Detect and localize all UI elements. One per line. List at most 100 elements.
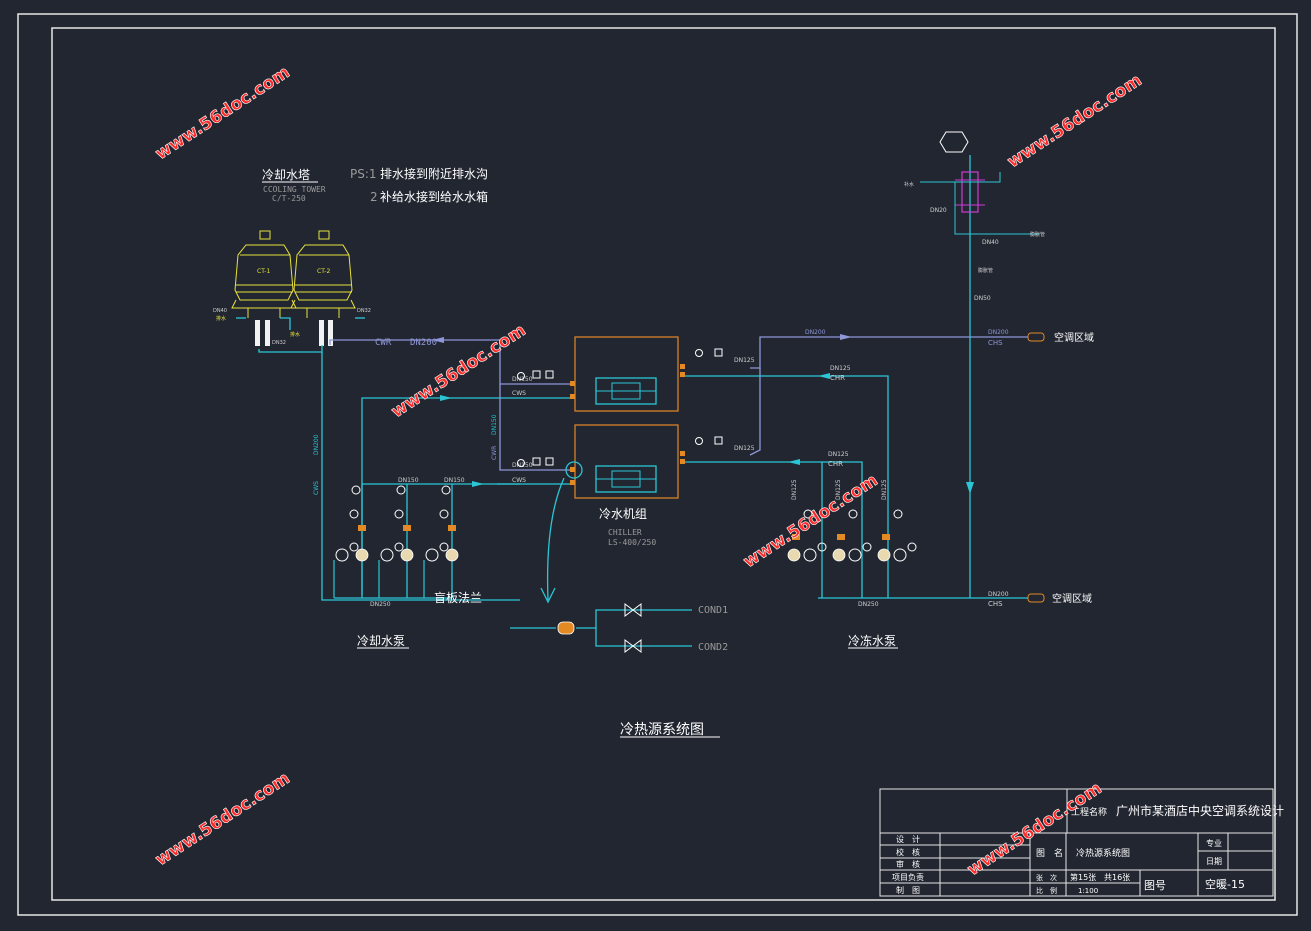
cwr-vertical-label: CWR <box>491 446 498 460</box>
drawing-no-label: 图号 <box>1144 879 1166 892</box>
drawing-label: 图 名 <box>1036 847 1063 859</box>
dn20-label: DN20 <box>930 207 947 214</box>
scale-value: 1:100 <box>1078 887 1098 895</box>
cooling-tower-2 <box>290 230 356 318</box>
chilled-water-pumps <box>787 509 917 562</box>
zone2-label: 空调区域 <box>1052 592 1092 605</box>
cooling-tower-sub1: CCOLING TOWER <box>263 185 326 194</box>
tower-basins <box>255 320 333 346</box>
expansion-vert: 膨胀管 <box>978 267 993 274</box>
chilled-pump-label: 冷冻水泵 <box>848 633 896 648</box>
cwr-return-pipe <box>329 339 570 471</box>
blowdown-arc <box>546 477 565 601</box>
project-name: 广州市某酒店中央空调系统设计 <box>1116 803 1284 818</box>
ps-note-2: 补给水接到给水水箱 <box>380 189 488 204</box>
dn200-bottom: DN200 <box>988 591 1009 598</box>
expansion-tank <box>920 131 1040 235</box>
sheet-value: 第15张 <box>1070 872 1096 882</box>
ps-note-1: 排水接到附近排水沟 <box>380 166 488 181</box>
dn250-right: DN250 <box>858 601 879 608</box>
ct2-label: CT-2 <box>317 268 330 275</box>
makeup-label: 补水 <box>904 181 914 188</box>
sheet-label: 张 次 <box>1036 873 1057 882</box>
cond1-label: COND1 <box>698 605 728 616</box>
chiller-label: 冷水机组 <box>599 507 647 521</box>
chr-bottom: CHS <box>988 600 1003 608</box>
dn125-a: DN125 <box>830 365 851 372</box>
tower-dn32: DN32 <box>357 308 371 314</box>
dn150-b: DN150 <box>444 477 465 484</box>
gauges <box>517 348 723 467</box>
chr-b: CHR <box>828 460 843 468</box>
cooling-tower-title: 冷却水塔 <box>262 168 310 182</box>
major-label: 专业 <box>1206 838 1222 848</box>
ps-label: PS:1 <box>350 167 377 181</box>
chiller-sub1: CHILLER <box>608 528 642 537</box>
date-label: 日期 <box>1206 857 1222 866</box>
diagram-title: 冷热源系统图 <box>620 722 704 738</box>
inner-frame <box>51 27 1276 901</box>
tower-dn40: DN40 <box>213 308 227 314</box>
tb-row-3: 审 核 <box>896 859 920 869</box>
dn200-chs: DN200 <box>988 329 1009 336</box>
dn150-s2: DN150 <box>512 462 533 469</box>
dn50-label: DN50 <box>974 295 991 302</box>
outer-frame <box>17 13 1298 916</box>
zone2-tag <box>1027 593 1045 603</box>
cwr-arrow <box>432 337 444 343</box>
cwr-label: CWR <box>375 338 392 348</box>
total-value: 共16张 <box>1104 873 1130 882</box>
ct1-label: CT-1 <box>257 268 270 275</box>
dn250-left: DN250 <box>370 601 391 608</box>
dn125-b: DN125 <box>828 451 849 458</box>
chiller-sub2: LS-400/250 <box>608 538 656 547</box>
strainer-circle <box>565 461 583 479</box>
tb-row-2: 校 核 <box>896 847 920 857</box>
cws-s2: CWS <box>512 477 526 484</box>
cooling-tower-1 <box>231 230 297 318</box>
expansion-label: 膨胀管 <box>1030 231 1045 238</box>
chr-arrow-a <box>818 373 830 379</box>
chiller-1 <box>570 336 685 412</box>
dn125-s1: DN125 <box>734 357 755 364</box>
dn200-top: DN200 <box>805 329 826 336</box>
expansion-arrow <box>966 482 974 494</box>
dn125-v1: DN125 <box>791 479 798 500</box>
scale-label: 比 例 <box>1036 886 1057 895</box>
drawing-name: 冷热源系统图 <box>1076 847 1130 859</box>
dn200-vertical-label: DN200 <box>313 434 320 455</box>
zone1-label: 空调区域 <box>1054 331 1094 344</box>
chilled-supply-pipe <box>749 336 960 456</box>
tb-row-5: 制 图 <box>896 885 920 895</box>
dn40-label: DN40 <box>982 239 999 246</box>
tower-drain: 排水 <box>216 315 226 322</box>
ps-note-2-num: 2 <box>370 190 378 204</box>
cond-connections <box>510 609 692 647</box>
chs-label: CHS <box>988 339 1003 347</box>
chr-a: CHR <box>830 374 845 382</box>
cond-filter <box>557 621 575 635</box>
chr-arrow-b <box>788 459 800 465</box>
cond-valves <box>624 603 642 653</box>
cooling-pump-label: 冷却水泵 <box>357 634 405 648</box>
drawing-no-value: 空暖-15 <box>1205 877 1245 891</box>
chilled-return-pipe <box>750 155 1028 599</box>
tower-drain-2: 排水 <box>290 331 300 338</box>
cond2-label: COND2 <box>698 642 728 653</box>
dn150-a: DN150 <box>398 477 419 484</box>
zone1-tag <box>1027 332 1045 342</box>
chs-arrow-top <box>840 334 852 340</box>
cws-s1: CWS <box>512 390 526 397</box>
cooling-water-pumps <box>333 485 459 599</box>
tb-row-4: 项目负责 <box>892 872 924 882</box>
cwr-dn200: DN200 <box>410 338 437 348</box>
title-block-grid <box>879 788 1274 897</box>
blind-flange-label: 盲板法兰 <box>434 590 482 605</box>
dn125-v2: DN125 <box>835 479 842 500</box>
tb-row-1: 设 计 <box>896 834 920 844</box>
dn125-v3: DN125 <box>881 479 888 500</box>
cws-vertical-label: CWS <box>313 481 320 495</box>
project-label: 工程名称 <box>1071 806 1107 818</box>
condenser-flow-arrows <box>440 395 484 487</box>
